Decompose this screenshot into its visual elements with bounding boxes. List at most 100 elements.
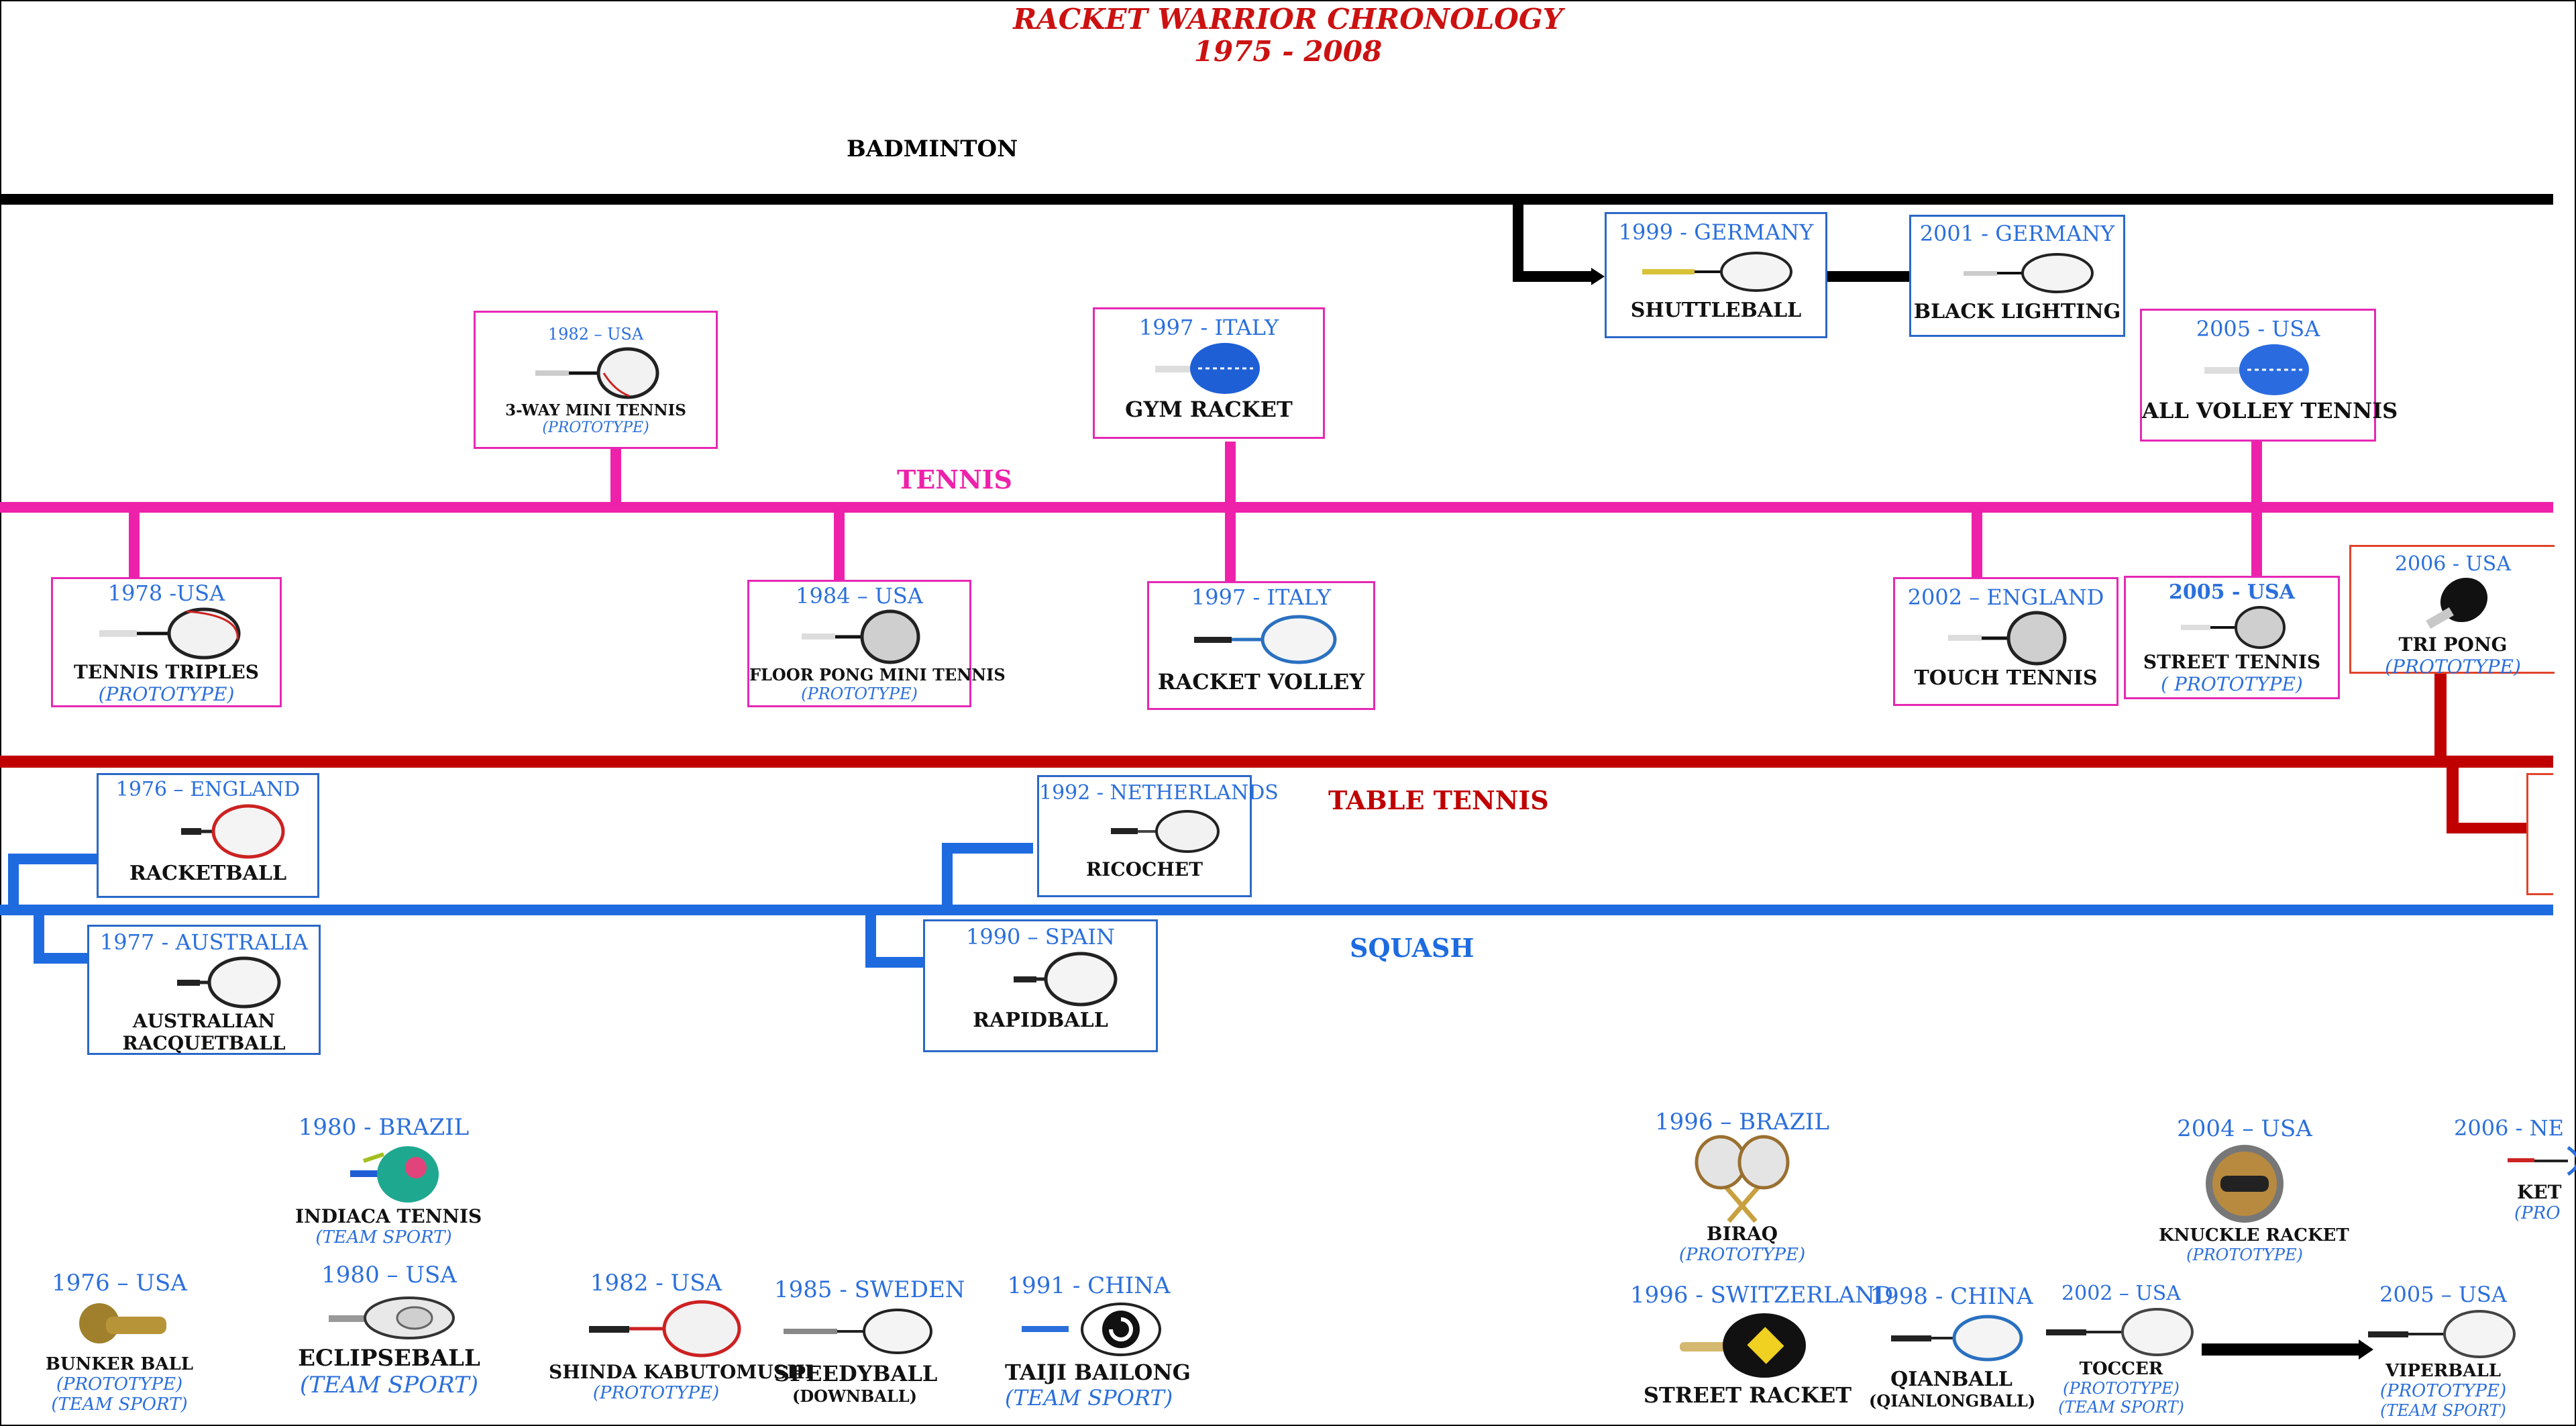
squash-branch xyxy=(34,913,44,962)
tennis-card[interactable]: 2006 - USA TRI PONG (PROTOTYPE) xyxy=(2349,545,2555,678)
racket-icon xyxy=(802,609,920,664)
item-year: 2005 – USA xyxy=(2379,1282,2507,1307)
card-year: 1997 - ITALY xyxy=(1191,584,1332,610)
tennis-stem xyxy=(1972,510,1982,578)
other-sport[interactable]: 1996 – BRAZIL BIRAQ (PROTOTYPE) xyxy=(1646,1109,1838,1265)
card-year: 2006 - USA xyxy=(2394,552,2512,576)
other-sport[interactable]: 2006 - NE KET (PRO xyxy=(2454,1115,2576,1223)
item-year: 1980 – USA xyxy=(321,1262,457,1288)
racket-icon xyxy=(1964,253,2094,293)
card-name: BLACK LIGHTING xyxy=(1913,300,2121,323)
card-note: (PROTOTYPE) xyxy=(542,419,649,436)
crossed-rackets-icon xyxy=(1695,1135,1790,1223)
racket-icon xyxy=(1948,611,2067,666)
tennis-stem xyxy=(2251,510,2262,577)
item-name: SPEEDYBALL xyxy=(774,1361,938,1386)
card-year: 1977 - AUSTRALIA xyxy=(99,929,309,955)
item-note: (QIANLONGBALL) xyxy=(1869,1391,2036,1411)
card-year: 1976 – ENGLAND xyxy=(115,778,301,801)
racket-icon xyxy=(2368,1310,2516,1358)
card-name: GYM RACKET xyxy=(1125,397,1293,422)
racket-icon xyxy=(2181,606,2286,649)
item-name: BUNKER BALL xyxy=(45,1354,194,1374)
tennis-card[interactable]: 1997 - ITALY RACKET VOLLEY xyxy=(1147,581,1375,710)
card-year: 1997 - ITALY xyxy=(1138,315,1279,340)
item-year: 1985 - SWEDEN xyxy=(774,1276,965,1303)
other-sport[interactable]: 2002 – USA TOCCER (PROTOTYPE) (TEAM SPOR… xyxy=(2043,1282,2199,1417)
card-name: AUSTRALIAN xyxy=(132,1010,276,1032)
tennis-stem xyxy=(1225,510,1236,582)
squash-card[interactable]: 1990 – SPAIN RAPIDBALL xyxy=(923,919,1158,1052)
racket-icon xyxy=(589,1300,741,1358)
table-tennis-line xyxy=(0,756,2553,768)
other-sport[interactable]: 1976 – USA BUNKER BALL (PROTOTYPE) (TEAM… xyxy=(40,1270,199,1415)
table-tennis-paddle-icon xyxy=(1680,1313,1806,1378)
item-year: 1980 - BRAZIL xyxy=(298,1114,470,1141)
other-sport[interactable]: 1982 - USA SHINDA KABUTOMUSHI (PROTOTYPE… xyxy=(549,1270,814,1403)
card-year: 1999 - GERMANY xyxy=(1618,219,1814,245)
tennis-card[interactable]: 1982 – USA 3-WAY MINI TENNIS (PROTOTYPE) xyxy=(474,311,718,449)
other-sport[interactable]: 1980 - BRAZIL INDIACA TENNIS (TEAM SPORT… xyxy=(295,1114,482,1247)
table-tennis-card[interactable]: 1992 - NETHERLANDS RICOCHET xyxy=(1037,775,1279,897)
squash-branch xyxy=(34,953,91,964)
indiaca-paddle-icon xyxy=(350,1146,439,1203)
item-name: BIRAQ xyxy=(1706,1223,1778,1245)
tennis-card[interactable]: 1997 - ITALY GYM RACKET xyxy=(1093,307,1325,439)
card-note: ( PROTOTYPE) xyxy=(2161,673,2303,695)
card-name: RACQUETBALL xyxy=(122,1032,286,1054)
table-tennis-branch xyxy=(2434,674,2447,765)
other-sport[interactable]: 1996 - SWITZERLAND STREET RACKET xyxy=(1630,1282,1893,1408)
tennis-card[interactable]: 2005 - USA ALL VOLLEY TENNIS xyxy=(2140,309,2398,442)
squash-branch xyxy=(865,913,876,966)
tennis-line xyxy=(0,502,2553,513)
item-name: VIPERBALL xyxy=(2385,1361,2502,1381)
card-note: (PROTOTYPE) xyxy=(98,683,235,705)
item-year: 2004 – USA xyxy=(2177,1115,2312,1142)
card-name: TOUCH TENNIS xyxy=(1914,666,2098,690)
tennis-stem xyxy=(1225,442,1236,505)
table-tennis-card[interactable]: 1976 – ENGLAND RACKETBALL xyxy=(97,773,319,898)
other-sport[interactable]: 1985 - SWEDEN SPEEDYBALL (DOWNBALL) xyxy=(774,1276,965,1406)
beach-paddle-icon xyxy=(1155,343,1260,394)
card-note: (PROTOTYPE) xyxy=(2385,656,2521,678)
chart-subtitle: 1975 - 2008 xyxy=(1193,35,1383,68)
other-sport[interactable]: 1998 - CHINA QIANBALL (QIANLONGBALL) xyxy=(1869,1283,2036,1411)
bunker-ball-paddle-icon xyxy=(79,1303,166,1343)
tennis-line-label: TENNIS xyxy=(897,464,1012,495)
squash-racket-icon xyxy=(1111,810,1220,853)
badminton-card[interactable]: 1999 - GERMANY SHUTTLEBALL xyxy=(1605,212,1827,338)
item-note: (TEAM SPORT) xyxy=(1005,1385,1173,1411)
squash-racket-icon xyxy=(1194,615,1337,664)
other-sport[interactable]: 2004 – USA KNUCKLE RACKET (PROTOTYPE) xyxy=(2159,1115,2349,1264)
item-note: (PROTOTYPE) xyxy=(2186,1245,2303,1264)
tennis-card[interactable]: 1978 -USA TENNIS TRIPLES (PROTOTYPE) xyxy=(51,577,282,707)
knuckle-racket-icon xyxy=(2206,1145,2284,1223)
other-sport[interactable]: 1980 – USA ECLIPSEBALL (TEAM SPORT) xyxy=(295,1262,483,1398)
racket-icon xyxy=(535,347,659,399)
card-name: TRI PONG xyxy=(2398,633,2508,656)
tennis-card[interactable]: 2005 - USA STREET TENNIS ( PROTOTYPE) xyxy=(2124,576,2340,699)
squash-branch xyxy=(865,957,923,968)
badminton-line-label: BADMINTON xyxy=(847,136,1018,162)
table-tennis-branch xyxy=(2447,823,2527,833)
other-sport[interactable]: 1991 - CHINA TAIJI BAILONG (TEAM SPORT) xyxy=(1005,1272,1191,1411)
chart-title: RACKET WARRIOR CHRONOLOGY xyxy=(1013,3,1563,36)
item-name: KET xyxy=(2517,1181,2562,1203)
tennis-stem xyxy=(834,510,845,581)
tennis-card[interactable]: 1984 – USA FLOOR PONG MINI TENNIS (PROTO… xyxy=(747,580,1006,707)
item-year: 2002 – USA xyxy=(2061,1282,2181,1305)
badminton-branch xyxy=(1513,271,1593,282)
badminton-card[interactable]: 2001 - GERMANY BLACK LIGHTING xyxy=(1909,215,2125,337)
tennis-card[interactable]: 2002 – ENGLAND TOUCH TENNIS xyxy=(1893,577,2118,706)
squash-line-label: SQUASH xyxy=(1350,933,1474,963)
spiral-paddle-icon xyxy=(1022,1303,1161,1356)
squash-card[interactable]: 1977 - AUSTRALIA AUSTRALIAN RACQUETBALL xyxy=(87,925,321,1055)
card-name: TENNIS TRIPLES xyxy=(74,661,259,683)
item-year: 1976 – USA xyxy=(52,1270,187,1296)
tennis-stem xyxy=(2251,439,2262,505)
card-name: RACKETBALL xyxy=(129,862,287,885)
other-sport[interactable]: 2005 – USA VIPERBALL (PROTOTYPE) (TEAM S… xyxy=(2365,1282,2521,1420)
badminton-line xyxy=(0,194,2553,205)
card-name: RACKET VOLLEY xyxy=(1157,669,1365,695)
